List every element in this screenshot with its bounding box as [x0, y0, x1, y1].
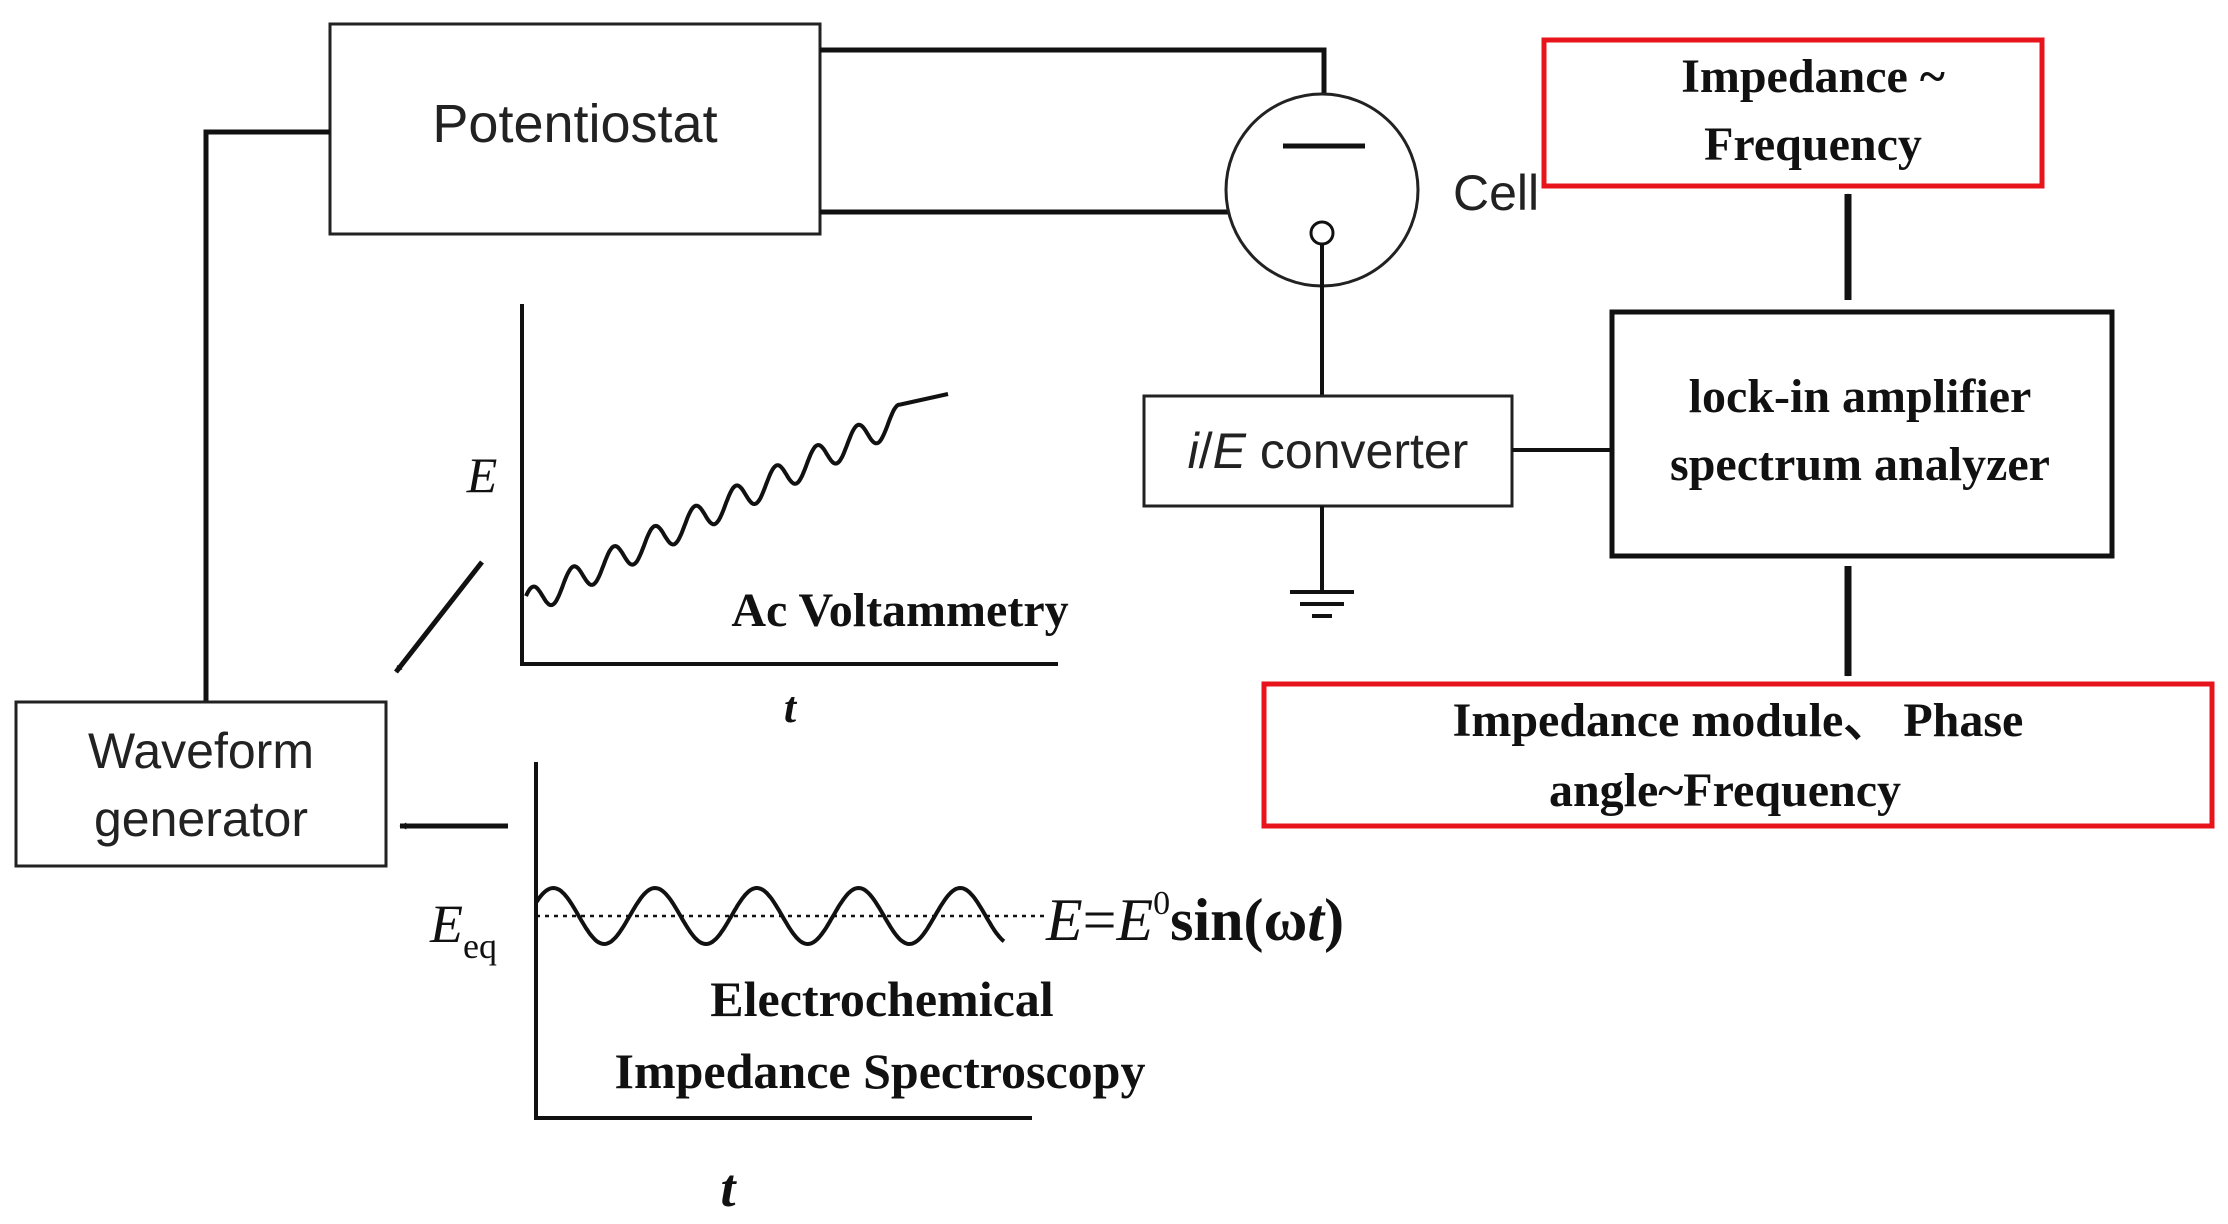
ac-signal-curve — [524, 392, 949, 608]
ground-icon — [1290, 506, 1354, 618]
lockin-label-line2: spectrum analyzer — [1670, 438, 2050, 491]
output-module-phase-frequency: Impedance module、 Phase angle~Frequency — [1261, 681, 2215, 829]
eis-title-line2: Impedance Spectroscopy — [614, 1043, 1145, 1099]
eis-equation: E=E0sin(ωt) — [1045, 885, 1344, 953]
eis-plot: Eeq t E=E0sin(ωt) Electrochemical Impeda… — [429, 762, 1344, 1218]
wire-waveform-to-potentiostat — [203, 129, 330, 702]
eis-signal-curve — [534, 885, 1006, 947]
eis-title-line1: Electrochemical — [710, 971, 1053, 1027]
svg-text:Waveform: Waveform — [88, 723, 314, 779]
cell-label: Cell — [1453, 165, 1539, 221]
ie-converter-block: i/E converter — [1142, 394, 1514, 508]
lockin-amplifier-block: lock-in amplifier spectrum analyzer — [1609, 309, 2115, 559]
eis-xlabel: t — [720, 1158, 737, 1218]
potentiostat-block: Potentiostat — [328, 22, 822, 236]
arrow-ac-to-waveform — [394, 560, 484, 674]
output-impedance-frequency: Impedance ~ Frequency — [1541, 37, 2045, 189]
waveform-generator-block: Waveform generator — [14, 700, 388, 868]
lockin-label-line1: lock-in amplifier — [1689, 370, 2032, 423]
electrochemical-cell — [1224, 92, 1420, 395]
svg-text:generator: generator — [94, 791, 308, 847]
potentiostat-label: Potentiostat — [432, 94, 717, 154]
ac-voltammetry-plot: E t Ac Voltammetry — [466, 304, 1069, 732]
ac-title: Ac Voltammetry — [731, 584, 1068, 637]
ie-converter-label: i/E converter — [1188, 423, 1469, 479]
svg-text:angle~Frequency: angle~Frequency — [1549, 764, 1901, 817]
eis-ylabel: Eeq — [429, 894, 497, 966]
ac-xlabel: t — [784, 683, 798, 732]
svg-text:Impedance module、 Phase: Impedance module、 Phase — [1453, 694, 2024, 747]
ac-ylabel: E — [466, 447, 498, 503]
svg-text:Frequency: Frequency — [1704, 118, 1922, 171]
svg-text:Impedance ~: Impedance ~ — [1681, 50, 1945, 103]
